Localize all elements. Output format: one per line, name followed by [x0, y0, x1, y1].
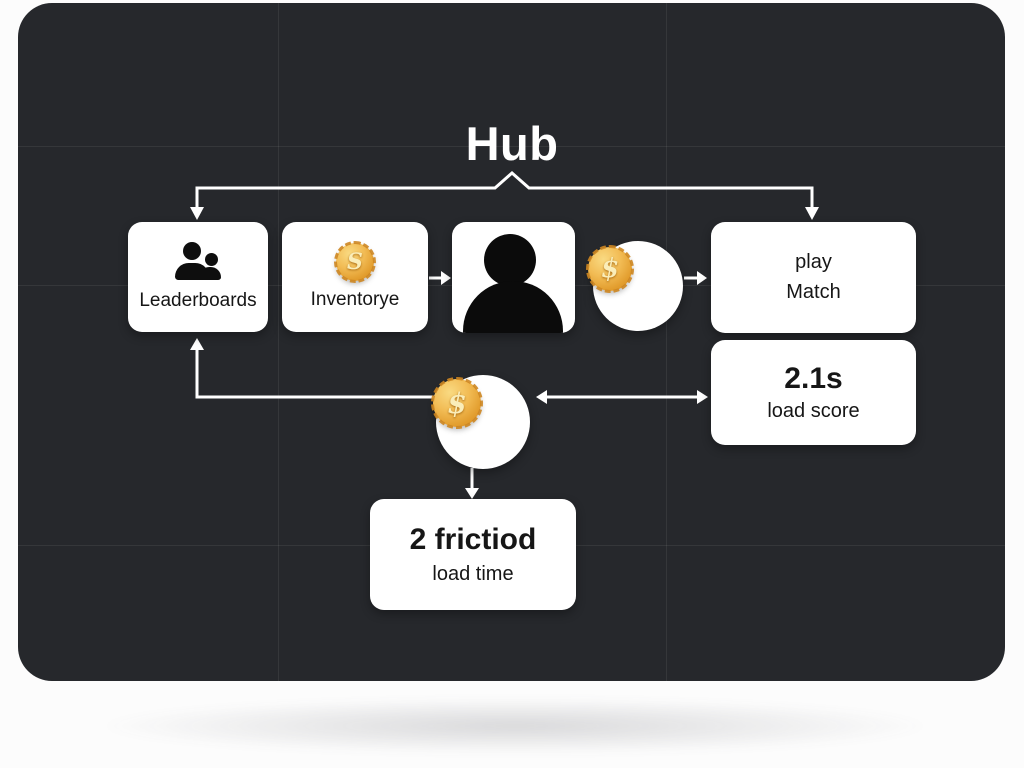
- person-icon: [484, 234, 536, 286]
- node-leaderboards-label: Leaderboards: [139, 290, 257, 311]
- arrowhead-down-icon: [465, 488, 479, 499]
- arrow-inventory-to-profile: [429, 271, 451, 285]
- grid-line-horizontal: [18, 146, 1005, 147]
- coin-icon: $: [586, 245, 634, 293]
- load-score-value: 2.1s: [784, 362, 843, 395]
- arrowhead-right-icon: [441, 271, 451, 285]
- node-play-match: play Match: [711, 222, 916, 333]
- arrowhead-left-icon: [536, 390, 547, 404]
- arrow-circle-to-leaderboards: [190, 338, 443, 399]
- person-icon: [463, 281, 563, 333]
- load-time-value: 2 frictiod: [409, 523, 537, 556]
- arrowhead-right-icon: [697, 390, 708, 404]
- node-play-match-line1: play: [795, 251, 832, 273]
- load-score-label: load score: [767, 400, 860, 422]
- page-title: Hub: [465, 117, 559, 170]
- coin-icon: $: [431, 377, 483, 429]
- grid-line-vertical: [278, 3, 279, 681]
- node-inventory: S Inventorye: [282, 222, 428, 332]
- grid-line-vertical: [666, 3, 667, 681]
- arrow-circle-to-play-match: [684, 271, 707, 285]
- coin-letter: S: [347, 249, 363, 275]
- double-arrow-circle-to-load-score: [536, 390, 708, 404]
- arrow-circle-to-load-time: [465, 468, 479, 499]
- node-inventory-label: Inventorye: [310, 289, 400, 310]
- arrowhead-down-icon: [190, 207, 204, 220]
- node-load-time: 2 frictiod load time: [370, 499, 576, 610]
- coin-icon: S: [334, 241, 376, 283]
- hub-bracket-connector: [190, 170, 819, 220]
- coin-dollar: $: [600, 254, 620, 284]
- arrowhead-up-icon: [190, 338, 204, 350]
- coin-dollar: $: [447, 386, 467, 420]
- load-time-label: load time: [432, 563, 514, 585]
- node-leaderboards: Leaderboards: [128, 222, 268, 332]
- node-play-match-line2: Match: [786, 281, 841, 303]
- node-profile: [452, 222, 575, 333]
- panel-drop-shadow: [105, 698, 925, 754]
- people-icon: [175, 242, 221, 280]
- arrowhead-down-icon: [805, 207, 819, 220]
- node-load-score: 2.1s load score: [711, 340, 916, 445]
- arrowhead-right-icon: [697, 271, 707, 285]
